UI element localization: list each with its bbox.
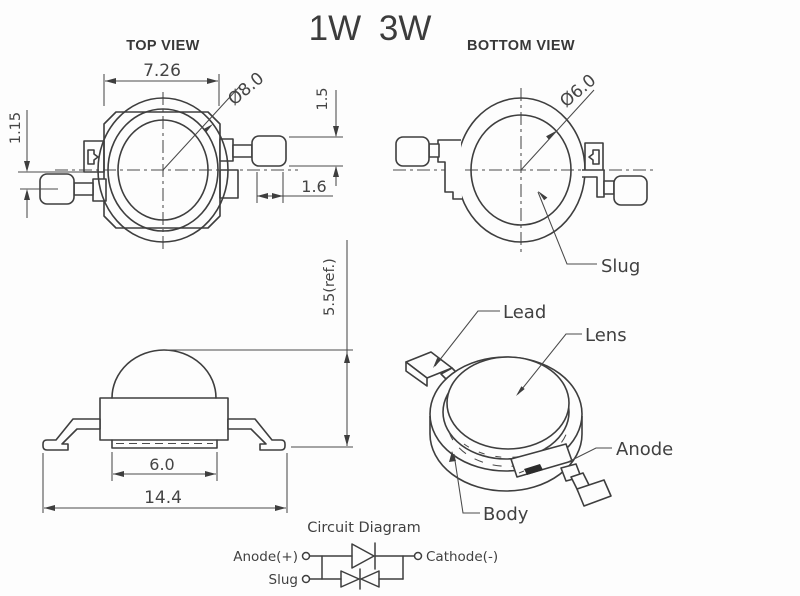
perspective-view-drawing: Lead Lens Anode Body bbox=[405, 302, 673, 525]
body-callout: Body bbox=[449, 451, 529, 525]
side-view-drawing: 6.0 14.4 5.5(ref.) bbox=[42, 240, 353, 513]
dim-overall-width-value: 14.4 bbox=[144, 488, 182, 508]
circuit-slug-terminal bbox=[301, 574, 311, 584]
dim-lead-height-value: 1.5 bbox=[315, 87, 331, 110]
bottom-view-left-lead-neck bbox=[428, 143, 440, 158]
bottom-view-left-lead-pad bbox=[395, 136, 430, 167]
slug-callout-label: Slug bbox=[601, 256, 640, 277]
circuit-anode-label: Anode(+) bbox=[233, 549, 298, 565]
anode-callout-label: Anode bbox=[616, 439, 673, 460]
lead-callout-label: Lead bbox=[503, 302, 546, 323]
top-view-drawing: 7.26 Ø8.0 1.5 1.6 bbox=[8, 61, 343, 252]
side-view-right-lead bbox=[227, 418, 286, 451]
dim-lens-diameter-value: Ø8.0 bbox=[224, 69, 268, 110]
bottom-view-cathode-mark bbox=[588, 149, 600, 165]
circuit-anode-terminal bbox=[301, 551, 311, 561]
bottom-view-right-step bbox=[582, 169, 605, 198]
perspective-lead-side bbox=[405, 361, 428, 387]
dim-overall-width: 14.4 bbox=[42, 453, 288, 513]
top-view-lens-inner bbox=[117, 119, 209, 221]
top-view-tab-right bbox=[219, 169, 239, 199]
dim-lead-width: 1.6 bbox=[256, 172, 333, 203]
perspective-anode-mark-tick bbox=[518, 470, 525, 474]
bottom-view-right-lead-pad bbox=[613, 175, 648, 206]
lens-callout-label: Lens bbox=[585, 325, 627, 346]
circuit-title: Circuit Diagram bbox=[307, 520, 421, 536]
circuit-slug-label: Slug bbox=[269, 572, 298, 588]
top-view-cathode-mark bbox=[87, 149, 99, 165]
slug-callout: Slug bbox=[537, 191, 640, 277]
top-view-lens-ring bbox=[107, 108, 219, 232]
top-view-tab-left bbox=[83, 140, 105, 173]
top-view-right-lead-pad bbox=[251, 135, 287, 167]
circuit-cathode-label: Cathode(-) bbox=[426, 549, 498, 565]
dim-lead-width-value: 1.6 bbox=[301, 177, 326, 196]
circuit-diagram: Circuit Diagram Anode(+) Slug Cathode(-) bbox=[233, 520, 498, 590]
circuit-cathode-terminal bbox=[413, 551, 423, 561]
lens-callout: Lens bbox=[516, 325, 627, 396]
dim-slug-width: 6.0 bbox=[111, 452, 218, 481]
bottom-view-right-lead-neck bbox=[603, 180, 615, 195]
body-callout-label: Body bbox=[483, 504, 529, 525]
side-view-body bbox=[99, 397, 229, 441]
dim-top-width-value: 7.26 bbox=[143, 61, 181, 81]
bottom-view-tab bbox=[584, 142, 604, 173]
circuit-esd-diode-right-icon bbox=[360, 570, 380, 588]
bottom-view-drawing: Ø6.0 Slug bbox=[393, 71, 655, 277]
side-view-slug bbox=[111, 439, 218, 449]
top-view-lens-flange bbox=[97, 97, 229, 243]
anode-callout: Anode bbox=[567, 439, 673, 463]
dim-height-value: 5.5(ref.) bbox=[322, 258, 338, 316]
perspective-lens-dome bbox=[446, 356, 570, 450]
bottom-view-label: BOTTOM VIEW bbox=[467, 38, 575, 54]
dim-slug-width-value: 6.0 bbox=[149, 455, 174, 474]
dim-top-width: 7.26 bbox=[103, 61, 220, 106]
dim-height: 5.5(ref.) bbox=[167, 240, 353, 448]
dim-lead-offset: 1.15 bbox=[8, 110, 90, 218]
perspective-anode-lead-foot bbox=[576, 479, 612, 507]
dim-lead-height: 1.5 bbox=[289, 87, 343, 186]
dim-lead-offset-value: 1.15 bbox=[8, 112, 24, 144]
top-view-label: TOP VIEW bbox=[126, 38, 200, 54]
dim-slug-diameter-value: Ø6.0 bbox=[556, 71, 600, 112]
bottom-view-slug bbox=[470, 114, 572, 226]
top-view-right-lead-neck bbox=[232, 144, 253, 158]
page-title: 1W 3W bbox=[309, 9, 432, 48]
side-view-lens-dome bbox=[111, 349, 217, 399]
side-view-left-lead bbox=[42, 418, 101, 451]
lead-callout: Lead bbox=[433, 302, 546, 368]
perspective-anode-mark bbox=[524, 464, 543, 475]
circuit-led-diode-icon bbox=[351, 543, 375, 569]
top-view-left-lead-neck bbox=[73, 182, 94, 196]
circuit-esd-diode-left-icon bbox=[340, 570, 360, 588]
